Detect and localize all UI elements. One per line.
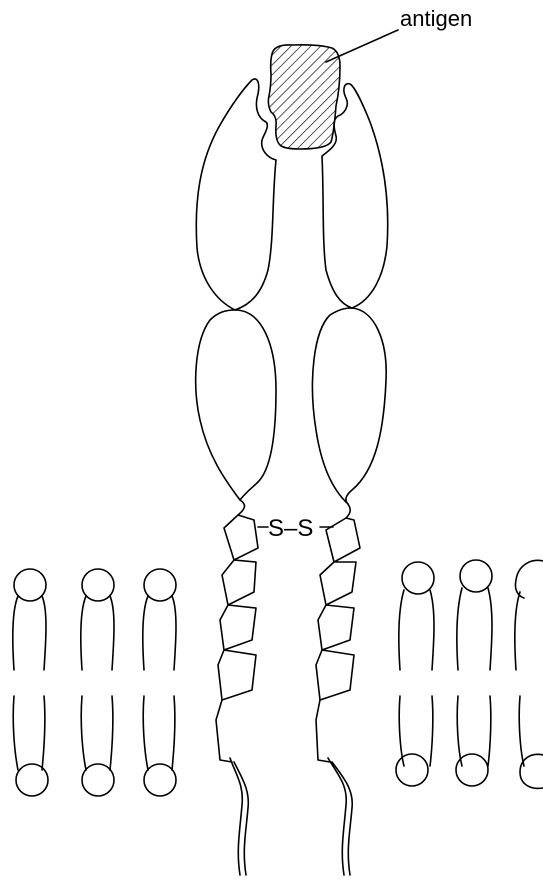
- phospholipid: [515, 560, 543, 788]
- left-constant-domain: [196, 310, 276, 500]
- right-transmembrane-helix: [316, 504, 360, 762]
- right-cytoplasmic-tail: [328, 758, 352, 875]
- phospholipid: [456, 560, 492, 786]
- phospholipid: [13, 569, 48, 796]
- disulfide-bond-label: S–S: [268, 515, 313, 542]
- antigen: [268, 45, 340, 149]
- phospholipid: [396, 562, 434, 786]
- right-receptor-chain: [312, 84, 387, 875]
- phospholipid: [81, 569, 114, 796]
- left-transmembrane-helix: [216, 500, 258, 762]
- disulfide-bond: S–S: [258, 515, 333, 542]
- phospholipids-right: [396, 560, 543, 788]
- antigen-label: antigen: [400, 6, 472, 31]
- right-constant-domain: [312, 308, 386, 504]
- phospholipids-left: [13, 569, 176, 796]
- phospholipid: [143, 569, 176, 796]
- left-receptor-chain: [196, 79, 276, 875]
- left-variable-domain: [196, 79, 276, 310]
- left-cytoplasmic-tail: [230, 758, 248, 875]
